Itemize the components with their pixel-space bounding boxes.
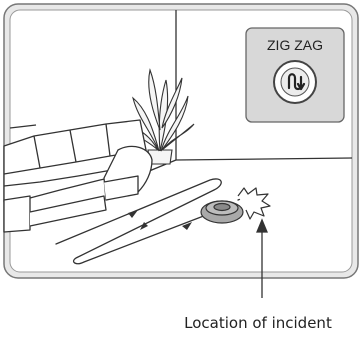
incident-caption: Location of incident bbox=[184, 314, 332, 332]
robot-cleaner-icon bbox=[201, 201, 243, 223]
zigzag-mode-panel: ZIG ZAG bbox=[246, 28, 344, 122]
zigzag-label: ZIG ZAG bbox=[267, 37, 323, 53]
